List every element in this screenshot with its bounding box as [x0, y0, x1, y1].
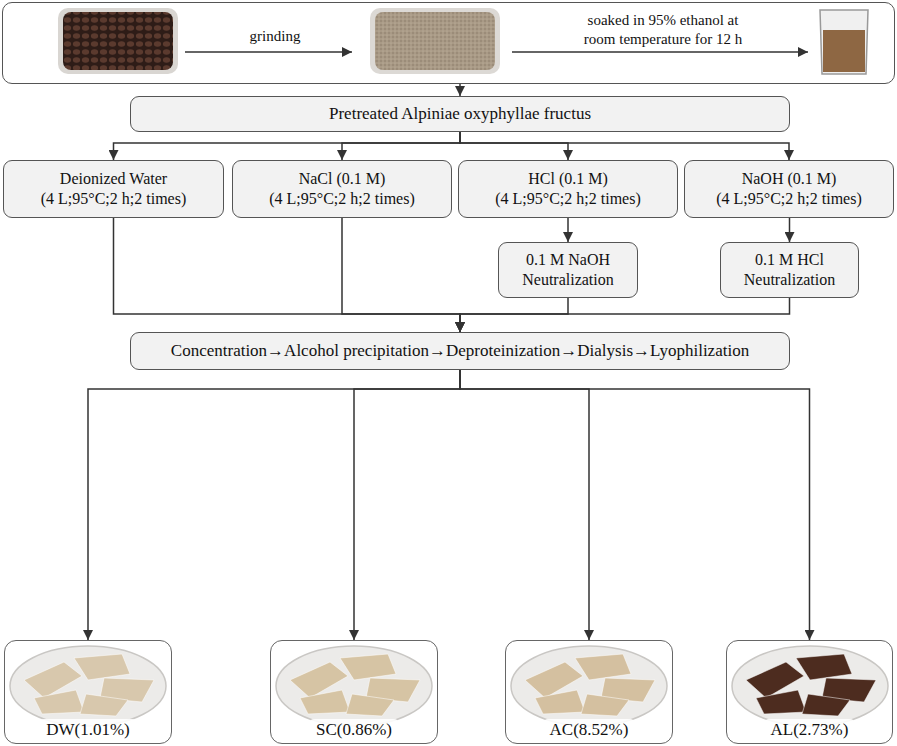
- product-label: AL(2.73%): [765, 719, 855, 740]
- flow-connector: [114, 132, 461, 160]
- flow-connector: [342, 218, 460, 332]
- flow-connector: [88, 370, 460, 640]
- powder-photo: [370, 8, 500, 74]
- product-label: AC(8.52%): [544, 719, 635, 740]
- process-band: grinding soaked in 95% ethanol at room te…: [2, 2, 895, 84]
- product-tile: DW(1.01%): [4, 640, 172, 744]
- flow-connector: [354, 370, 460, 640]
- seed-photo: [58, 8, 178, 74]
- box-title: NaCl (0.1 M): [299, 169, 386, 189]
- product-photo: [10, 646, 888, 726]
- process-box: Concentration→Alcohol precipitation→Depr…: [130, 332, 790, 370]
- flow-connector: [342, 132, 460, 160]
- box-detail: (4 L;95°C;2 h;2 times): [41, 189, 187, 209]
- step-arrow: [512, 51, 808, 53]
- flow-connector: [114, 218, 461, 332]
- product-label: DW(1.01%): [40, 719, 136, 740]
- product-tile: AC(8.52%): [505, 640, 673, 744]
- step-arrow: [185, 51, 352, 53]
- flow-connector: [460, 370, 810, 640]
- process-box: NaOH (0.1 M)(4 L;95°C;2 h;2 times): [684, 160, 894, 218]
- box-title: Pretreated Alpiniae oxyphyllae fructus: [329, 103, 591, 124]
- product-tile: SC(0.86%): [270, 640, 438, 744]
- box-title: NaOH (0.1 M): [742, 169, 837, 189]
- process-box: Pretreated Alpiniae oxyphyllae fructus: [130, 96, 790, 132]
- flow-connector: [460, 298, 790, 332]
- process-box: 0.1 M NaOH Neutralization: [498, 242, 638, 298]
- product-label: SC(0.86%): [310, 719, 398, 740]
- box-detail: (4 L;95°C;2 h;2 times): [495, 189, 641, 209]
- beaker-photo: [820, 10, 868, 74]
- flow-connector: [789, 218, 791, 242]
- process-box: NaCl (0.1 M)(4 L;95°C;2 h;2 times): [232, 160, 452, 218]
- box-title: 0.1 M NaOH Neutralization: [507, 250, 629, 290]
- step-label: grinding: [215, 27, 335, 46]
- box-detail: (4 L;95°C;2 h;2 times): [269, 189, 415, 209]
- flow-connector: [459, 84, 461, 96]
- flow-connector: [460, 298, 568, 332]
- process-box: Deionized Water(4 L;95°C;2 h;2 times): [3, 160, 224, 218]
- step-label: soaked in 95% ethanol at room temperatur…: [574, 11, 752, 49]
- flow-connector: [567, 218, 569, 242]
- product-tile: AL(2.73%): [726, 640, 893, 744]
- flow-connector: [460, 370, 589, 640]
- flow-connector: [460, 132, 568, 160]
- flow-connector: [460, 132, 789, 160]
- box-title: Concentration→Alcohol precipitation→Depr…: [171, 340, 749, 361]
- box-title: Deionized Water: [60, 169, 167, 189]
- box-title: 0.1 M HCl Neutralization: [729, 250, 850, 290]
- box-detail: (4 L;95°C;2 h;2 times): [716, 189, 862, 209]
- box-title: HCl (0.1 M): [528, 169, 608, 189]
- process-box: 0.1 M HCl Neutralization: [720, 242, 859, 298]
- process-box: HCl (0.1 M)(4 L;95°C;2 h;2 times): [458, 160, 678, 218]
